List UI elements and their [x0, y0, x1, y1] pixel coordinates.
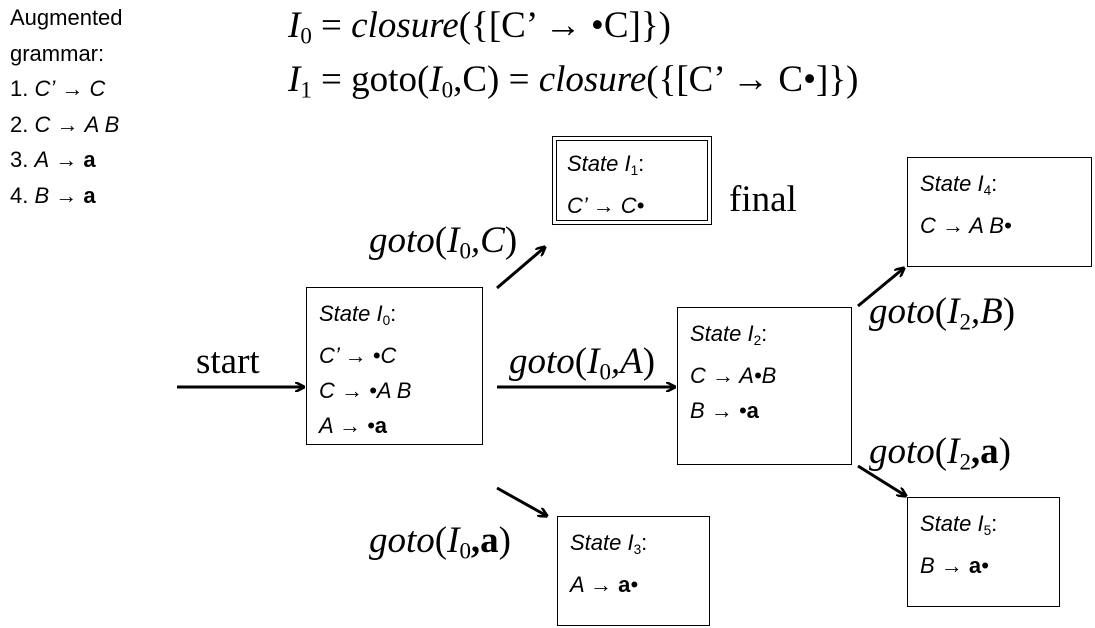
grammar-heading-line2: grammar: — [10, 40, 105, 66]
grammar-rule-3: 3. A → a — [10, 147, 96, 172]
state-i4-title: State I4: — [920, 171, 998, 198]
goto-i0-c-label: goto(I0,C) — [369, 220, 518, 264]
arrow-i0-to-i1 — [496, 247, 545, 290]
state-i4-item-1: C → A B• — [920, 212, 1012, 238]
arrow-icon: → — [55, 182, 78, 208]
arrow-icon: → — [56, 111, 79, 137]
arrow-i0-to-i3 — [496, 486, 547, 516]
state-i3: State I3: A → a• — [557, 516, 710, 626]
grammar-heading-line1: Augmented — [10, 5, 123, 30]
state-i5: State I5: B → a• — [907, 497, 1060, 607]
state-i2-item-2: B → •a — [690, 397, 759, 423]
arrow-icon: → — [55, 147, 78, 172]
goto-i0-a-terminal-label: goto(I0,a) — [369, 520, 511, 564]
grammar-rule-4: 4. B → a — [10, 182, 96, 208]
goto-i0-a-label: goto(I0,A) — [509, 341, 656, 385]
state-i1-inner-border — [556, 140, 708, 221]
state-i0-title: State I0: — [319, 301, 397, 328]
equation-i0: I0 = closure({[C’ → •C]}) — [288, 5, 671, 49]
final-label: final — [729, 179, 797, 220]
goto-i2-a-label: goto(I2,a) — [869, 431, 1011, 475]
state-i3-item-1: A → a• — [570, 571, 639, 597]
grammar-rule-2: 2. C → A B — [10, 111, 120, 137]
state-i4: State I4: C → A B• — [907, 157, 1092, 267]
state-i0-item-3: A → •a — [319, 412, 388, 438]
state-i1-title: State I1: — [567, 151, 645, 178]
state-i0-item-1: C’ → •C — [319, 342, 397, 368]
goto-i2-b-label: goto(I2,B) — [869, 291, 1016, 335]
state-i5-item-1: B → a• — [920, 552, 989, 578]
arrow-i2-to-i5 — [857, 464, 906, 496]
state-i0: State I0: C’ → •C C → •A B A → •a — [306, 287, 483, 445]
equation-i1: I1 = goto(I0,C) = closure({[C’ → C•]}) — [288, 59, 859, 103]
state-i1: State I1: C’ → C• — [552, 136, 712, 225]
state-i2-item-1: C → A•B — [690, 362, 777, 388]
start-label: start — [196, 341, 260, 382]
arrow-icon: → — [61, 76, 84, 101]
augmented-grammar: Augmented grammar: 1. C’ → C 2. C → A B … — [10, 0, 123, 213]
state-i3-title: State I3: — [570, 530, 648, 557]
state-i2-title: State I2: — [690, 321, 768, 348]
state-i5-title: State I5: — [920, 511, 998, 538]
arrow-i2-to-i4 — [857, 268, 904, 308]
state-i2: State I2: C → A•B B → •a — [677, 307, 852, 465]
grammar-rule-1: 1. C’ → C — [10, 76, 106, 101]
state-i0-item-2: C → •A B — [319, 377, 412, 403]
state-i1-item-1: C’ → C• — [567, 192, 645, 218]
